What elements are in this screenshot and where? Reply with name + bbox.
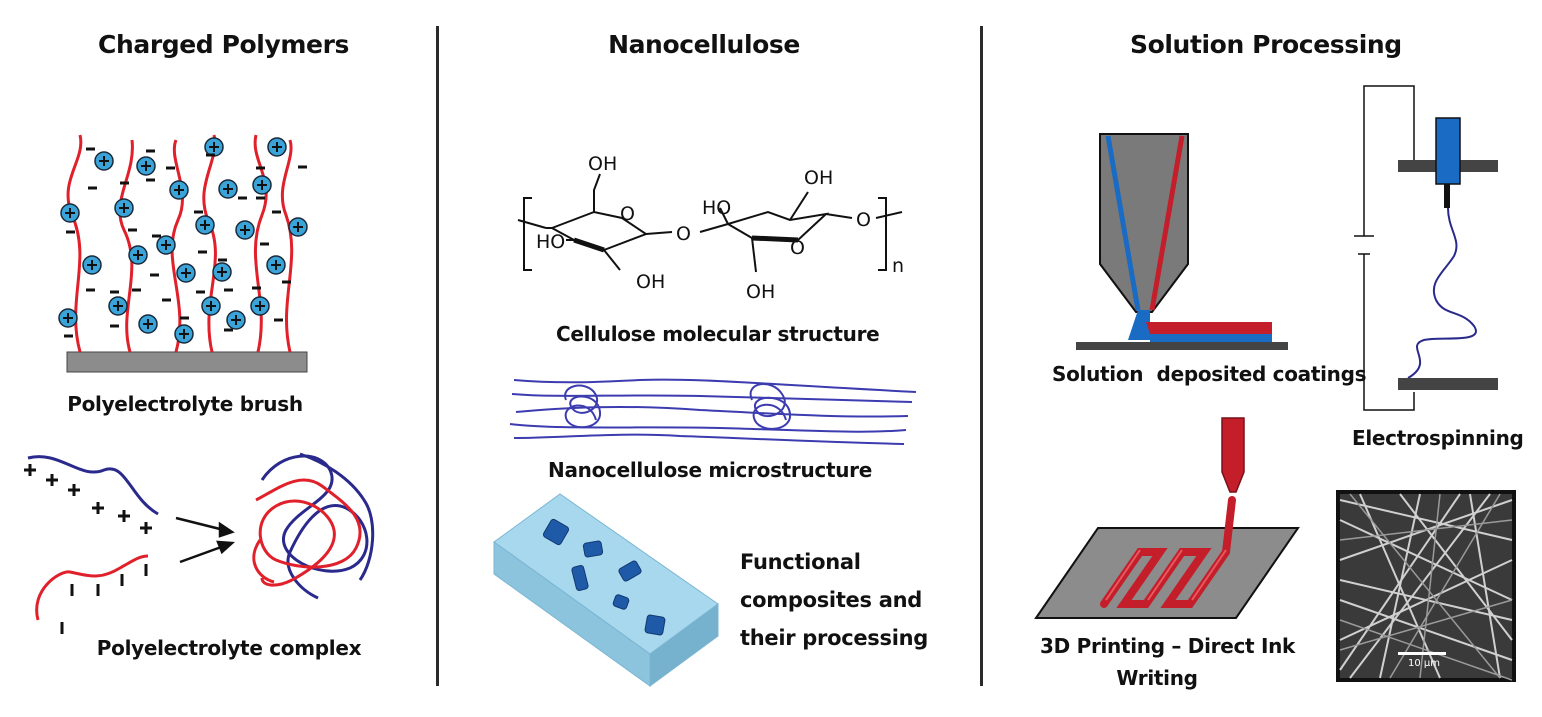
print-nozzle	[1221, 417, 1245, 493]
section-divider-right	[980, 26, 983, 686]
polyelectrolyte-complex-tangle	[252, 452, 375, 600]
nanocellulose-fibers	[509, 378, 917, 445]
oh-bottom-left: OH	[636, 271, 665, 293]
composites-label-line-3: their processing	[740, 626, 928, 650]
brush-substrate	[66, 351, 308, 373]
complex-plus-signs	[24, 464, 152, 534]
spinneret-syringe	[1435, 117, 1461, 185]
solution-processing-heading: Solution Processing	[1130, 30, 1402, 59]
cellulose-structure	[517, 173, 903, 273]
complex-minus-signs	[60, 564, 148, 634]
sem-fiber-image: 10 µm	[1336, 490, 1516, 682]
oh-top-right: OH	[804, 167, 833, 189]
collector-plate	[1398, 378, 1498, 390]
ho-left: HO	[536, 231, 565, 253]
electrospun-jet	[1407, 207, 1477, 379]
polyelectrolyte-complex-label: Polyelectrolyte complex	[96, 636, 362, 660]
polyelectrolyte-brush-label: Polyelectrolyte brush	[67, 392, 303, 416]
microstructure-label: Nanocellulose microstructure	[548, 458, 873, 482]
cellulose-structure-label: Cellulose molecular structure	[556, 322, 880, 346]
sem-scale-text: 10 µm	[1408, 658, 1440, 669]
complex-arrows	[175, 516, 236, 564]
composites-label-line-2: composites and	[740, 588, 922, 612]
ho-mid: HO	[702, 197, 731, 219]
spinneret-needle	[1444, 184, 1450, 208]
ring-oxygen-1: O	[620, 203, 635, 225]
composites-label-line-1: Functional	[740, 550, 861, 574]
nanocellulose-heading: Nanocellulose	[608, 30, 800, 59]
electrospinning-label: Electrospinning	[1352, 426, 1524, 450]
positive-ion-signs	[63, 142, 303, 339]
sem-scale-bar	[1398, 652, 1446, 655]
complex-blue-chain	[27, 455, 159, 516]
repeat-n: n	[892, 255, 904, 277]
negative-charges	[64, 147, 307, 338]
printing-label-line-1: 3D Printing – Direct Ink	[1040, 634, 1296, 658]
bridge-oxygen: O	[676, 223, 691, 245]
oh-bottom-mid: OH	[746, 281, 775, 303]
charged-polymers-heading: Charged Polymers	[98, 30, 349, 59]
ring-oxygen-2: O	[790, 237, 805, 259]
cellulose-atom-labels: OH OH HO HO OH OH O O O O n	[536, 153, 904, 303]
printed-line-highlights	[1105, 549, 1227, 601]
section-divider-left	[436, 26, 439, 686]
oh-top-left: OH	[588, 153, 617, 175]
solution-coatings-label: Solution deposited coatings	[1052, 362, 1367, 386]
complex-red-chain	[35, 554, 149, 621]
end-oxygen: O	[856, 209, 871, 231]
composite-particles	[542, 518, 666, 636]
electrospinning-setup	[1354, 85, 1415, 411]
coating-nozzle	[1076, 133, 1288, 350]
printing-label-line-2: Writing	[1116, 666, 1198, 690]
